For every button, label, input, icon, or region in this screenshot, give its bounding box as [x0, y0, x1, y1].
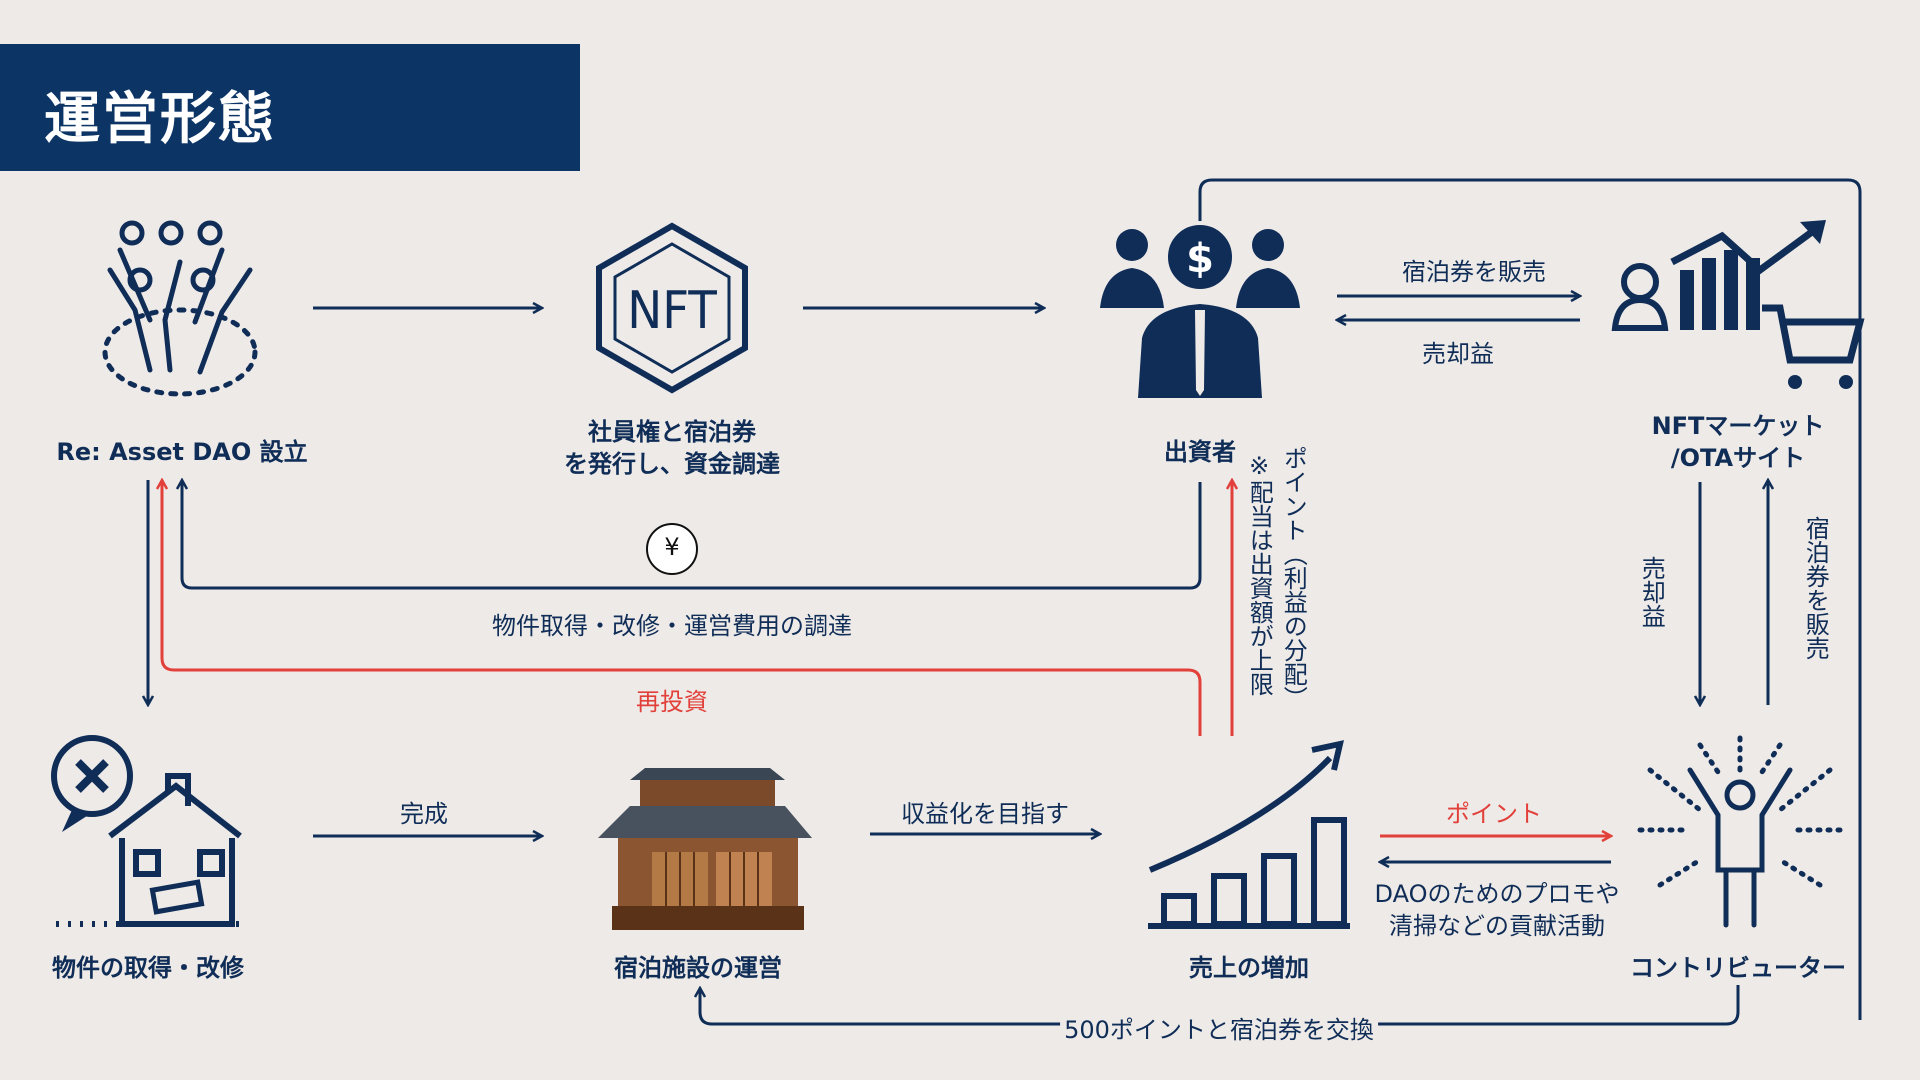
contributor-celebration-icon — [1637, 735, 1843, 928]
node-label-investors: 出資者 — [1164, 438, 1236, 466]
node-label-nft: 社員権と宿泊券 を発行し、資金調達 — [564, 416, 780, 481]
edge-label-completed: 完成 — [400, 800, 448, 828]
edge-label-monetize: 収益化を目指す — [901, 800, 1069, 828]
edge-label-exchange: 500ポイントと宿泊券を交換 — [1060, 1010, 1378, 1045]
edge-label-funding: 物件取得・改修・運営費用の調達 — [492, 612, 852, 640]
japanese-inn-icon — [598, 768, 812, 930]
node-label-property: 物件の取得・改修 — [52, 954, 244, 982]
edge-label-promo: DAOのためのプロモや 清掃などの貢献活動 — [1375, 878, 1620, 943]
svg-text:$: $ — [1186, 236, 1214, 282]
node-label-dao: Re: Asset DAO 設立 — [56, 438, 308, 466]
yen-symbol: ¥ — [664, 533, 680, 561]
edge-label-reinvest: 再投資 — [636, 688, 708, 716]
market-chart-cart-icon — [1611, 220, 1865, 389]
house-renovation-icon — [51, 735, 246, 927]
node-label-market: NFTマーケット /OTAサイト — [1652, 410, 1825, 475]
edge-label-sale-proceeds-vertical: 売却益 — [1637, 556, 1666, 628]
sales-growth-chart-icon — [1148, 740, 1350, 929]
node-label-lodging: 宿泊施設の運営 — [614, 954, 782, 982]
line-contributor-to-investors-loop — [1198, 178, 1862, 1020]
node-label-contributor: コントリビューター — [1630, 954, 1846, 982]
node-label-market-line2: /OTAサイト — [1670, 444, 1806, 473]
edge-label-promo-line2: 清掃などの貢献活動 — [1388, 912, 1605, 941]
investors-dollar-icon: $ — [1100, 221, 1300, 398]
node-label-market-line1: NFTマーケット — [1651, 412, 1825, 440]
arrow-investors-funding-to-dao — [182, 480, 1202, 590]
page-title: 運営形態 — [44, 87, 276, 152]
edge-label-points: ポイント — [1446, 800, 1542, 828]
arrow-reinvest-to-dao — [162, 480, 1202, 736]
node-label-nft-line2: を発行し、資金調達 — [564, 450, 780, 479]
node-label-sales: 売上の増加 — [1189, 954, 1309, 982]
edge-label-sell-ticket-top: 宿泊券を販売 — [1402, 258, 1546, 286]
edge-label-sale-proceeds-top: 売却益 — [1422, 340, 1494, 368]
edge-label-sell-ticket-vertical: 宿泊券を販売 — [1801, 516, 1830, 660]
nft-icon-text: NFT — [627, 281, 717, 341]
dao-people-icon — [102, 220, 258, 397]
node-label-nft-line1: 社員権と宿泊券 — [588, 418, 756, 446]
edge-label-promo-line1: DAOのためのプロモや — [1374, 880, 1620, 908]
edge-label-dividend-note: ※配当は出資額が上限 — [1245, 452, 1274, 696]
nft-hexagon-icon — [596, 222, 748, 394]
yen-circle — [646, 523, 698, 575]
title-banner: 運営形態 — [0, 44, 580, 171]
edge-label-points-dividend: ポイント（利益の分配） — [1279, 446, 1308, 710]
